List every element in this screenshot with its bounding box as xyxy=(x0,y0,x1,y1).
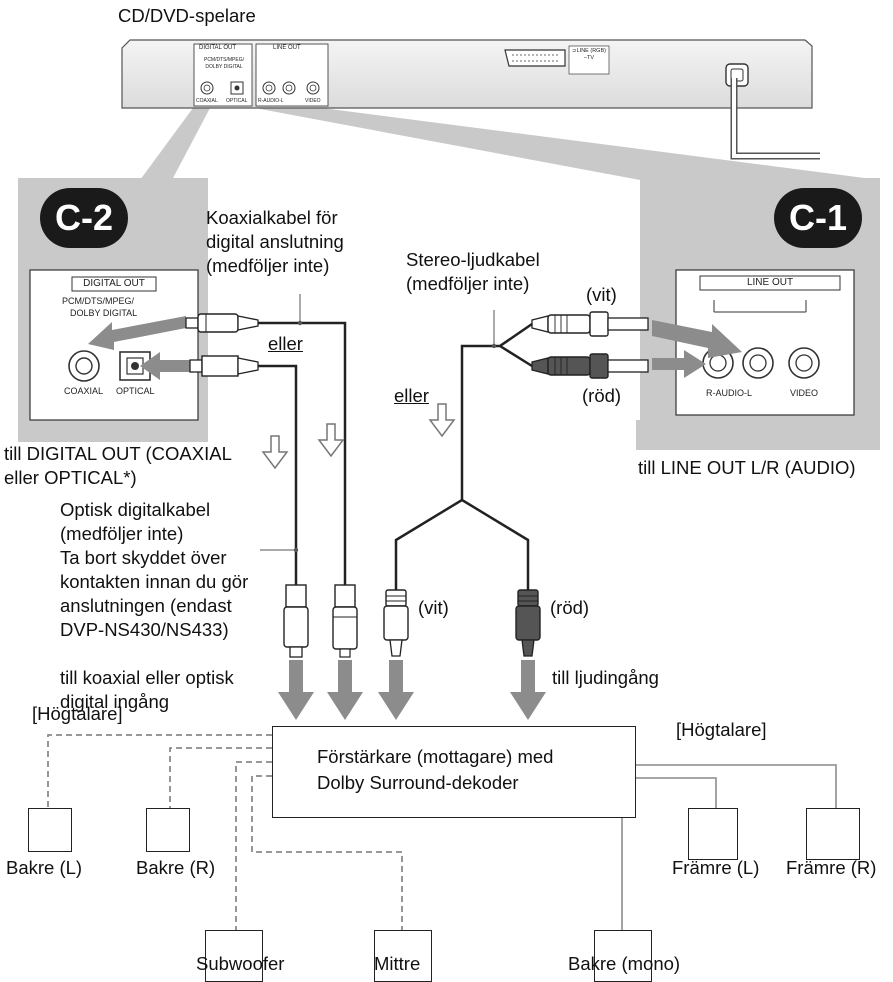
optical-plug-bottom xyxy=(283,584,309,658)
to-line-out-label: till LINE OUT L/R (AUDIO) xyxy=(638,457,856,478)
c2-coaxial-jack-inner xyxy=(75,357,93,375)
direction-arrow-1 xyxy=(261,435,289,470)
c2-arrow-optical xyxy=(140,352,190,380)
c1-badge: C-1 xyxy=(774,188,862,248)
coaxial-plug-bottom xyxy=(332,584,358,658)
input-arrow-coaxial xyxy=(327,660,363,720)
direction-arrow-2 xyxy=(317,423,345,458)
speakers-right-label: [Högtalare] xyxy=(676,719,767,740)
input-arrow-white xyxy=(378,660,414,720)
to-audio-in-label: till ljudingång xyxy=(552,667,659,688)
player-r-audio-l-label: R-AUDIO-L xyxy=(258,98,284,104)
speaker-wiring-dashed xyxy=(47,734,403,930)
player-coaxial-label: COAXIAL xyxy=(196,98,218,104)
optical-cable-label-3: Ta bort skyddet över xyxy=(60,547,227,568)
speaker-front-r-label: Främre (R) xyxy=(786,857,877,878)
to-digital-out-label-1: till DIGITAL OUT (COAXIAL xyxy=(4,443,232,464)
input-arrow-red xyxy=(510,660,546,720)
vit-top-label: (vit) xyxy=(586,284,617,305)
speaker-rear-r-label: Bakre (R) xyxy=(136,857,216,878)
optical-cable-label-6: DVP-NS430/NS433) xyxy=(60,619,229,640)
c1-panel-title: LINE OUT xyxy=(746,277,794,288)
player-digital-out-label: DIGITAL OUT xyxy=(199,45,237,51)
c2-coaxial-label: COAXIAL xyxy=(64,386,104,396)
amplifier-label-line2: Dolby Surround-dekoder xyxy=(317,772,519,793)
c2-formats-line1: PCM/DTS/MPEG/ xyxy=(62,296,135,306)
eller-label-1: eller xyxy=(268,333,303,354)
eller-label-2: eller xyxy=(394,385,429,406)
stereo-plug-red-top xyxy=(531,353,649,379)
player-digital-formats-label: PCM/DTS/MPEG/ DOLBY DIGITAL xyxy=(203,57,244,70)
stereo-plug-white-top xyxy=(531,311,649,337)
stereo-plug-red-bottom xyxy=(515,589,541,657)
direction-arrow-3 xyxy=(428,403,456,438)
c2-panel-title: DIGITAL OUT xyxy=(83,278,145,289)
c2-badge: C-2 xyxy=(40,188,128,248)
speaker-box-rear-mono xyxy=(594,930,652,982)
c1-video-label: VIDEO xyxy=(790,388,819,398)
stereo-cable-label-2: (medföljer inte) xyxy=(406,273,530,294)
c2-panel-title-box xyxy=(71,276,157,292)
player-line-out-panel xyxy=(255,43,329,107)
player-scart-label: ⊃LINE (RGB) –TV xyxy=(572,48,606,61)
amplifier-box: Förstärkare (mottagare) med Dolby Surrou… xyxy=(272,726,636,818)
player-line-out-label: LINE OUT xyxy=(273,45,301,51)
coaxial-cable xyxy=(258,321,347,585)
coax-cable-label-2: digital anslutning xyxy=(206,231,344,252)
player-optical-label: OPTICAL xyxy=(226,98,248,104)
speaker-box-rear-l xyxy=(28,808,72,852)
to-digital-out-label-2: eller OPTICAL*) xyxy=(4,467,137,488)
stereo-cable-label-1: Stereo-ljudkabel xyxy=(406,249,540,270)
stereo-cable xyxy=(394,322,533,590)
player-video-label: VIDEO xyxy=(305,98,321,104)
optical-cable-label-1: Optisk digitalkabel xyxy=(60,499,211,520)
page-title: CD/DVD-spelare xyxy=(118,5,256,26)
optical-cable-label-4: kontakten innan du gör xyxy=(60,571,249,592)
c1-arrow-audio-l xyxy=(652,320,742,358)
player-scart-connector xyxy=(504,49,566,67)
speaker-front-l-label: Främre (L) xyxy=(672,857,760,878)
rod-bottom-label: (röd) xyxy=(550,597,590,618)
to-coax-optical-label-1: till koaxial eller optisk xyxy=(60,667,234,688)
speaker-box-front-r xyxy=(806,808,860,860)
c2-zoom-callout xyxy=(140,108,210,180)
c1-panel-title-box xyxy=(699,275,841,291)
c2-formats-line2: DOLBY DIGITAL xyxy=(70,308,138,318)
input-arrow-optical xyxy=(278,660,314,720)
c1-arrow-audio-r xyxy=(652,350,706,378)
player-digital-out-panel xyxy=(193,43,253,107)
stereo-plug-white-bottom xyxy=(383,589,409,657)
coax-cable-label-1: Koaxialkabel för xyxy=(206,207,338,228)
c2-optical-label: OPTICAL xyxy=(116,386,155,396)
coaxial-plug-top xyxy=(185,313,259,333)
speaker-rear-l-label: Bakre (L) xyxy=(6,857,83,878)
c1-zoom-callout xyxy=(255,108,880,180)
vit-bottom-label: (vit) xyxy=(418,597,449,618)
coax-cable-label-3: (medföljer inte) xyxy=(206,255,330,276)
speaker-box-rear-r xyxy=(146,808,190,852)
optical-plug-top xyxy=(189,355,259,377)
rod-top-label: (röd) xyxy=(582,385,622,406)
to-coax-optical-label-2: digital ingång xyxy=(60,691,170,712)
amplifier-label-line1: Förstärkare (mottagare) med xyxy=(317,746,554,767)
speakers-left-label: [Högtalare] xyxy=(32,703,123,724)
optical-cable-label-5: anslutningen (endast xyxy=(60,595,232,616)
speaker-box-front-l xyxy=(688,808,738,860)
c2-arrow-coaxial xyxy=(88,316,186,350)
optical-cable-label-2: (medföljer inte) xyxy=(60,523,184,544)
speaker-rear-mono-label: Bakre (mono) xyxy=(568,953,681,974)
c1-r-audio-l-label: R-AUDIO-L xyxy=(706,388,753,398)
speaker-center-label: Mittre xyxy=(374,953,421,974)
speaker-subwoofer-label: Subwoofer xyxy=(196,953,285,974)
speaker-box-center xyxy=(374,930,432,982)
optical-cable xyxy=(258,364,298,585)
